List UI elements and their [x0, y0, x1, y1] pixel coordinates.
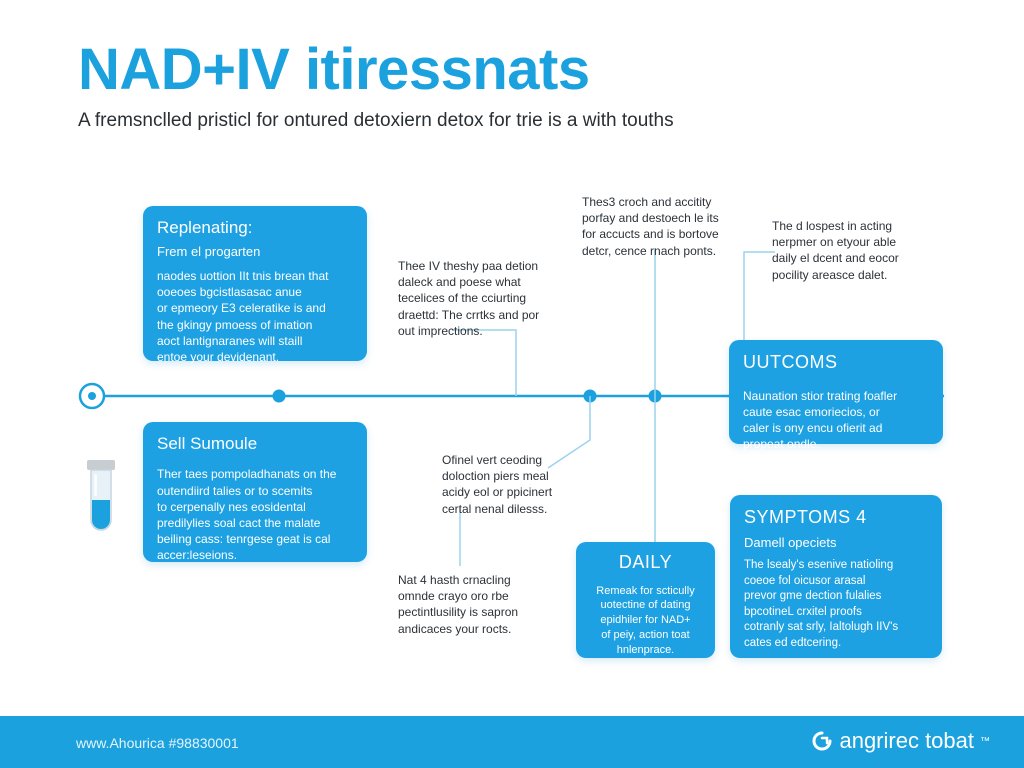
card-sell-sumoule: Sell Sumoule Ther taes pompoladhanats on… — [143, 422, 367, 562]
note-mid: Ofinel vert ceoding doloction piers meal… — [442, 453, 553, 516]
timeline-start-dot — [88, 392, 96, 400]
footer-trademark: ™ — [980, 735, 990, 747]
note-right: The d lospest in acting nerpmer on etyou… — [772, 219, 899, 282]
card-symptoms-subtitle: Damell opeciets — [744, 534, 837, 550]
card-sell-sumoule-body: Ther taes pompoladhanats on the outendii… — [157, 467, 337, 563]
vial-icon — [87, 460, 115, 531]
card-uutcoms-body: Naunation stior trating foafler caute es… — [743, 388, 898, 452]
note-bottom: Nat 4 hasth crnacling omnde crayo oro rb… — [398, 573, 519, 636]
card-replenating: Replenating: Frem el progarten naodes uo… — [143, 206, 367, 364]
card-symptoms-title: SYMPTOMS 4 — [744, 507, 867, 527]
note-iv-therapy: Thee IV theshy paa detion daleck and poe… — [398, 259, 540, 338]
card-uutcoms-title: UUTCOMS — [743, 352, 838, 372]
connector-iv-note — [452, 329, 517, 396]
card-daily-title: DAILY — [618, 552, 673, 572]
card-daily: DAILY Remeak for scticully uotectine of … — [576, 542, 715, 658]
connector-right-note — [743, 251, 775, 340]
page-subtitle: A fremsnclled pristicl for ontured detox… — [78, 110, 674, 131]
connector-mid-note — [547, 396, 591, 469]
footer: www.Ahourica #98830001 angrirec tobat ™ — [0, 716, 1024, 768]
footer-brand-name: angrirec tobat — [839, 728, 974, 753]
note-top: Thes3 croch and accitity porfay and dest… — [582, 195, 719, 258]
card-symptoms-body: The lsealy's esenive natioling coeoe fol… — [744, 559, 899, 649]
card-replenating-title: Replenating: — [157, 218, 253, 237]
card-uutcoms: UUTCOMS Naunation stior trating foafler … — [729, 340, 943, 451]
footer-website[interactable]: www.Ahourica #98830001 — [76, 735, 239, 751]
card-replenating-subtitle: Frem el progarten — [157, 244, 261, 260]
timeline-node-1 — [272, 389, 286, 403]
card-sell-sumoule-title: Sell Sumoule — [157, 434, 258, 453]
card-daily-body: Remeak for scticully uotectine of dating… — [596, 584, 695, 656]
footer-brand: angrirec tobat ™ — [811, 728, 990, 754]
brand-logo-icon — [813, 731, 832, 751]
card-replenating-body: naodes uottion IIt tnis brean that ooeoe… — [157, 268, 329, 364]
page-title: NAD+IV itiressnats — [78, 37, 590, 102]
card-symptoms: SYMPTOMS 4 Damell opeciets The lsealy's … — [730, 495, 942, 658]
